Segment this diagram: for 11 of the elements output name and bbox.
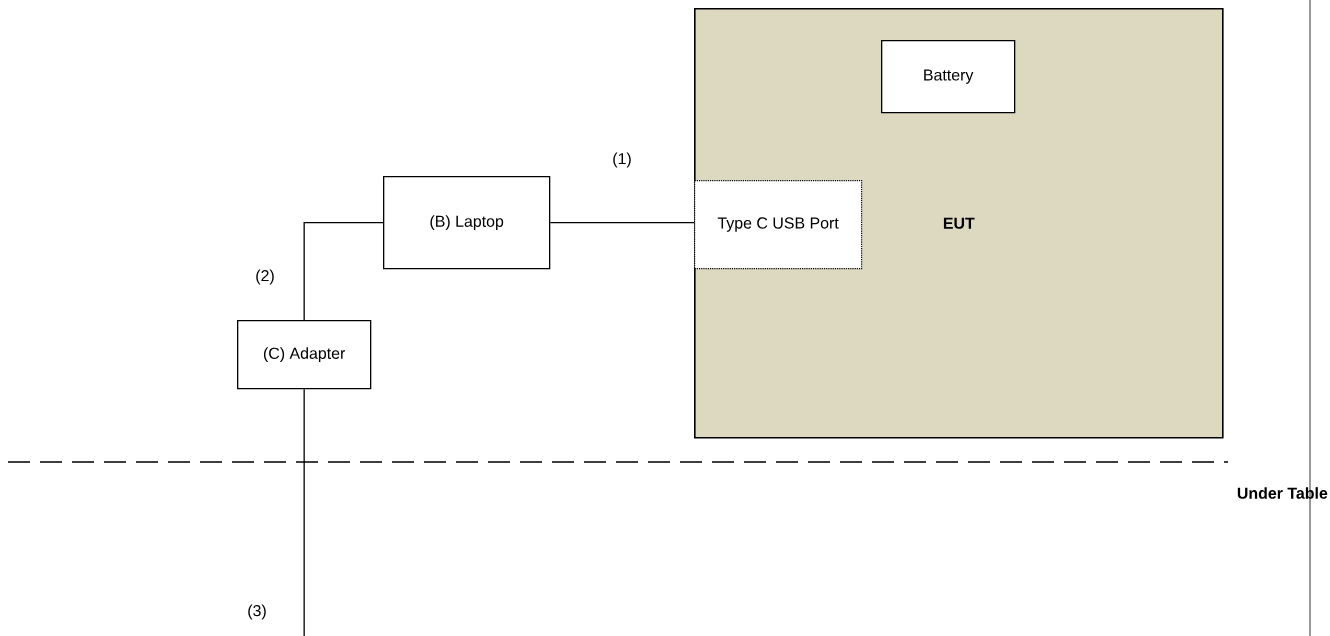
device-box: (C) Adapter — [237, 320, 372, 390]
device-box: Battery — [881, 40, 1016, 114]
edge-label: (2) — [254, 268, 276, 286]
port-box: Type C USB Port — [694, 180, 863, 270]
connector-line — [303, 222, 384, 321]
device-box: (B) Laptop — [383, 176, 551, 270]
edge-label: (1) — [611, 151, 633, 169]
connector-line — [303, 388, 305, 636]
edge-label: (3) — [246, 603, 268, 621]
area-label: Under Table — [1237, 487, 1328, 499]
connector-line — [549, 222, 695, 224]
